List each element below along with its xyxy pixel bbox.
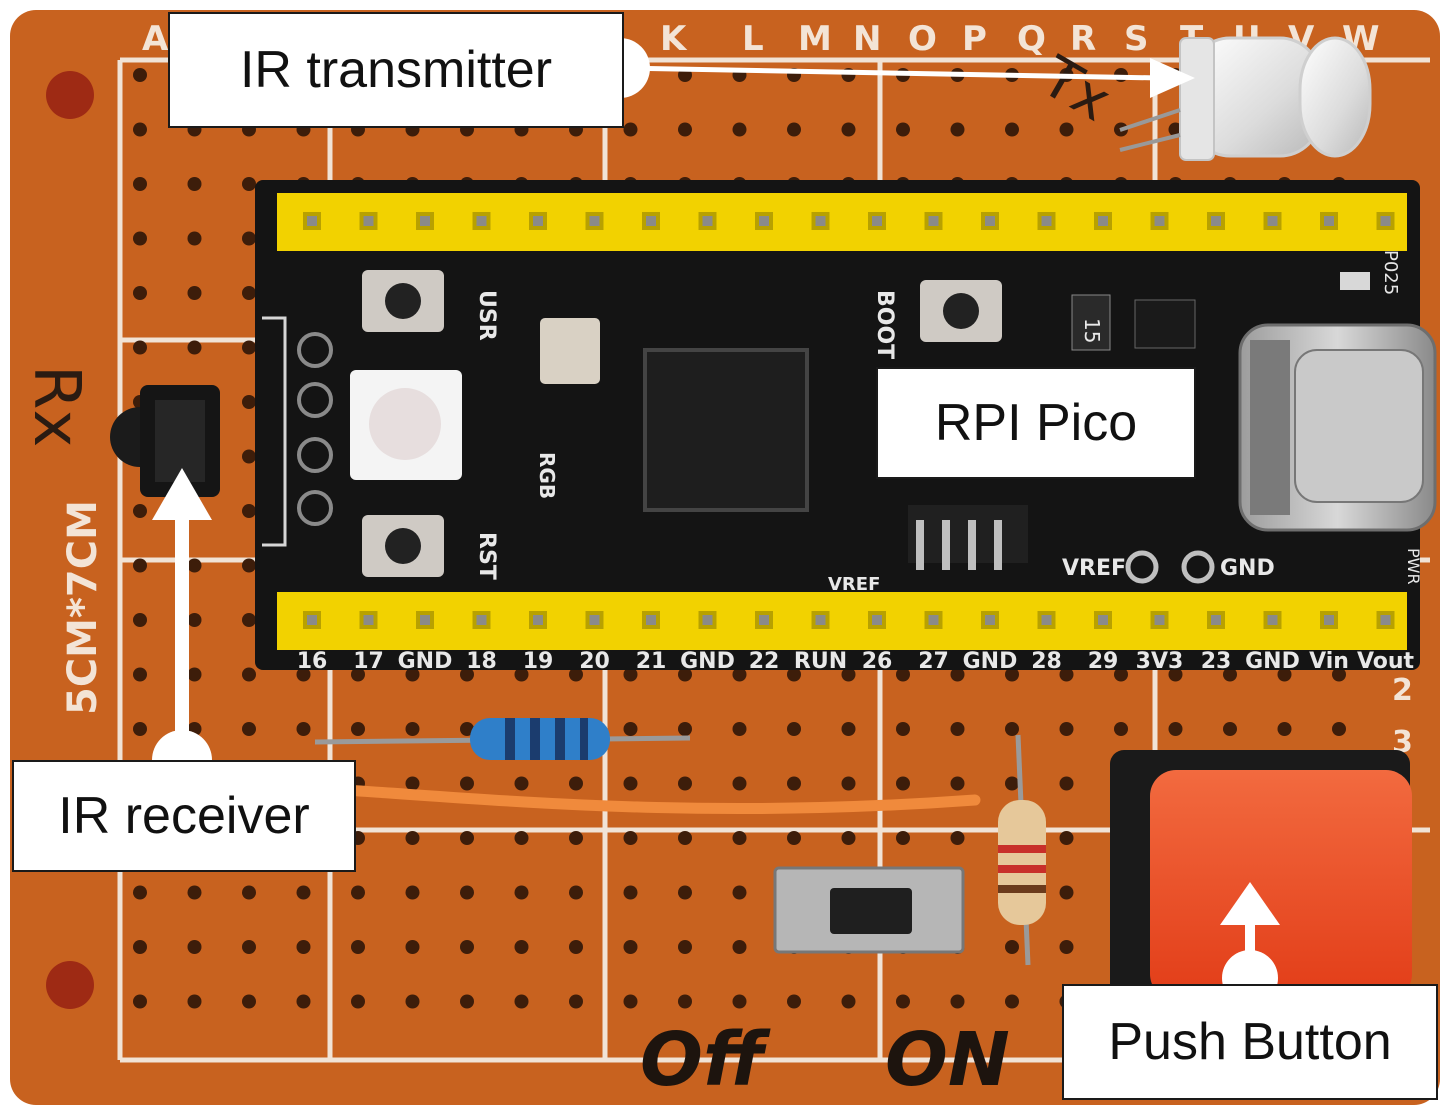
mounting-hole — [46, 71, 94, 119]
pwr-label: PWR — [1404, 548, 1423, 585]
boot-label: BOOT — [872, 290, 897, 359]
column-letter: K — [660, 19, 688, 59]
pin-label: 18 — [466, 649, 497, 674]
orange-wire — [339, 784, 981, 815]
column-letter: Q — [1017, 19, 1046, 59]
bottom-pin-labels: 16 17 GND 18 19 20 21 GND 22 RUN 26 27 GND 28 29 3V3 23 G… — [297, 649, 1415, 674]
pin-label: 21 — [636, 649, 667, 674]
column-letter: S — [1124, 19, 1149, 59]
off-label: Off — [640, 1017, 771, 1103]
pin-label: 16 — [297, 649, 328, 674]
pin-label: Vout — [1357, 649, 1415, 674]
slide-switch — [773, 866, 965, 954]
vref-label-2: VREF — [828, 574, 880, 595]
rst-label: RST — [474, 532, 499, 580]
board-size-label: 5CM*7CM — [60, 500, 106, 715]
push-button-label: Push Button — [1062, 984, 1438, 1100]
rx-mark: Rx — [19, 365, 93, 447]
vref-label: VREF — [1062, 556, 1126, 581]
pin-label: 19 — [523, 649, 554, 674]
pin-label: GND — [1245, 649, 1300, 674]
column-letter: L — [742, 19, 764, 59]
column-letter: N — [853, 19, 881, 59]
pin-label: 17 — [353, 649, 384, 674]
row-number: 2 — [1392, 673, 1413, 708]
resistor-horizontal — [314, 718, 691, 760]
pin-label: RUN — [794, 649, 847, 674]
pico-board: 16 17 GND 18 19 20 21 GND 22 RUN 26 27 GND 28 29 3V3 23 G… — [255, 180, 1437, 674]
usb-c-connector — [1238, 323, 1437, 532]
resistor-vertical — [998, 734, 1046, 966]
rgb-label: RGB — [535, 452, 559, 499]
ir-transmitter-label: IR transmitter — [168, 12, 624, 128]
pin-label: GND — [963, 649, 1018, 674]
pin-label: 20 — [579, 649, 610, 674]
column-letter: P — [962, 19, 987, 59]
ir-receiver-label: IR receiver — [12, 760, 356, 872]
pin-label: GND — [398, 649, 453, 674]
gnd-label: GND — [1220, 556, 1275, 581]
rpi-pico-label: RPI Pico — [876, 367, 1196, 479]
column-letter: A — [142, 19, 169, 59]
pin-label: Vin — [1309, 649, 1349, 674]
column-letter: R — [1070, 19, 1096, 59]
mounting-hole — [46, 961, 94, 1009]
pin-label: 22 — [749, 649, 780, 674]
pin-label: 29 — [1088, 649, 1119, 674]
mcu-chip — [643, 348, 809, 512]
on-label: ON — [885, 1017, 1010, 1103]
usr-label: USR — [474, 290, 499, 341]
pin-label: 28 — [1031, 649, 1062, 674]
column-letter: M — [798, 19, 832, 59]
p025-label: P025 — [1380, 250, 1401, 295]
pin-label: 27 — [918, 649, 949, 674]
top-header — [277, 193, 1407, 251]
bottom-header — [277, 592, 1407, 650]
ir-receiver-module — [110, 385, 220, 497]
crystal — [540, 318, 600, 384]
pin-label: 3V3 — [1136, 649, 1184, 674]
pin-label: GND — [680, 649, 735, 674]
pin-label: 23 — [1201, 649, 1232, 674]
column-letter: O — [908, 19, 937, 59]
pin-label: 26 — [862, 649, 893, 674]
push-button-component — [1110, 750, 1412, 1010]
ir-led — [1119, 36, 1372, 161]
r15-label: 15 — [1080, 318, 1104, 343]
